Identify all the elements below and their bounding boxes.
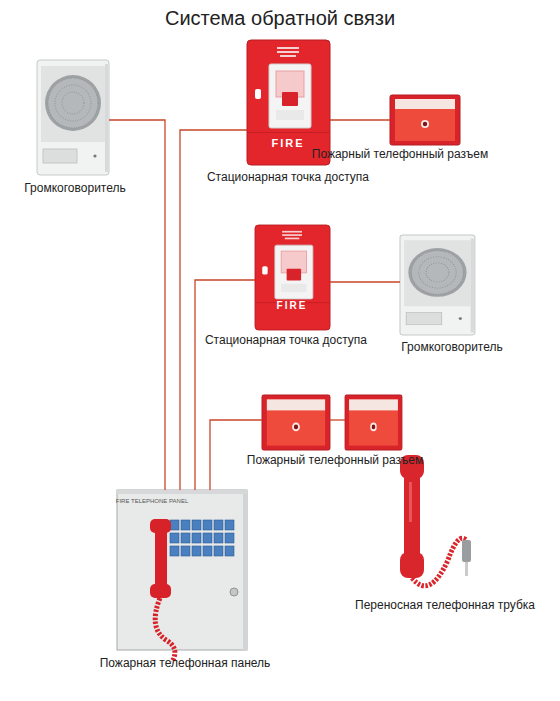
speaker-illustration xyxy=(400,235,475,335)
jack-illustration xyxy=(390,95,460,145)
device-marking: FIRE xyxy=(271,138,304,149)
wire-connector xyxy=(210,420,262,490)
device-label: Стационарная точка доступа xyxy=(205,333,367,347)
device-label: Громкоговоритель xyxy=(401,340,502,354)
telephone-panel-illustration xyxy=(117,490,247,662)
device-node: Громкоговоритель xyxy=(400,235,478,335)
jack-link-wire xyxy=(330,419,345,420)
device-node: Стационарная точка доступа xyxy=(255,225,330,330)
diagram-title: Система обратной связи xyxy=(165,6,395,30)
device-label: Пожарный телефонный разъем xyxy=(312,147,488,161)
device-marking: FIRE TELEPHONE PANEL xyxy=(116,498,188,504)
device-node: Пожарная телефонная панель xyxy=(117,490,247,650)
device-label: Переносная телефонная трубка xyxy=(355,598,535,612)
device-label: Громкоговоритель xyxy=(24,181,125,195)
jack-illustration xyxy=(262,395,330,450)
device-node: Пожарный телефонный разъем xyxy=(262,395,404,450)
jack-illustration xyxy=(345,395,402,450)
device-marking: FIRE xyxy=(277,301,308,311)
wire-connector xyxy=(330,119,390,120)
handset-illustration xyxy=(400,455,471,586)
wire-connector xyxy=(195,280,255,490)
wire-connector xyxy=(180,130,247,490)
device-node: Переносная телефонная трубка xyxy=(398,452,478,580)
access-point-illustration xyxy=(247,40,330,165)
speaker-illustration xyxy=(37,60,109,175)
device-label: Стационарная точка доступа xyxy=(207,170,369,184)
device-node: Пожарный телефонный разъем xyxy=(390,95,460,147)
device-label: Пожарная телефонная панель xyxy=(100,656,271,670)
device-node: Громкоговоритель xyxy=(37,60,109,175)
access-point-illustration xyxy=(255,225,330,330)
wire-connector xyxy=(330,281,400,282)
device-label: Пожарный телефонный разъем xyxy=(247,453,423,467)
wire-connector xyxy=(109,120,165,490)
